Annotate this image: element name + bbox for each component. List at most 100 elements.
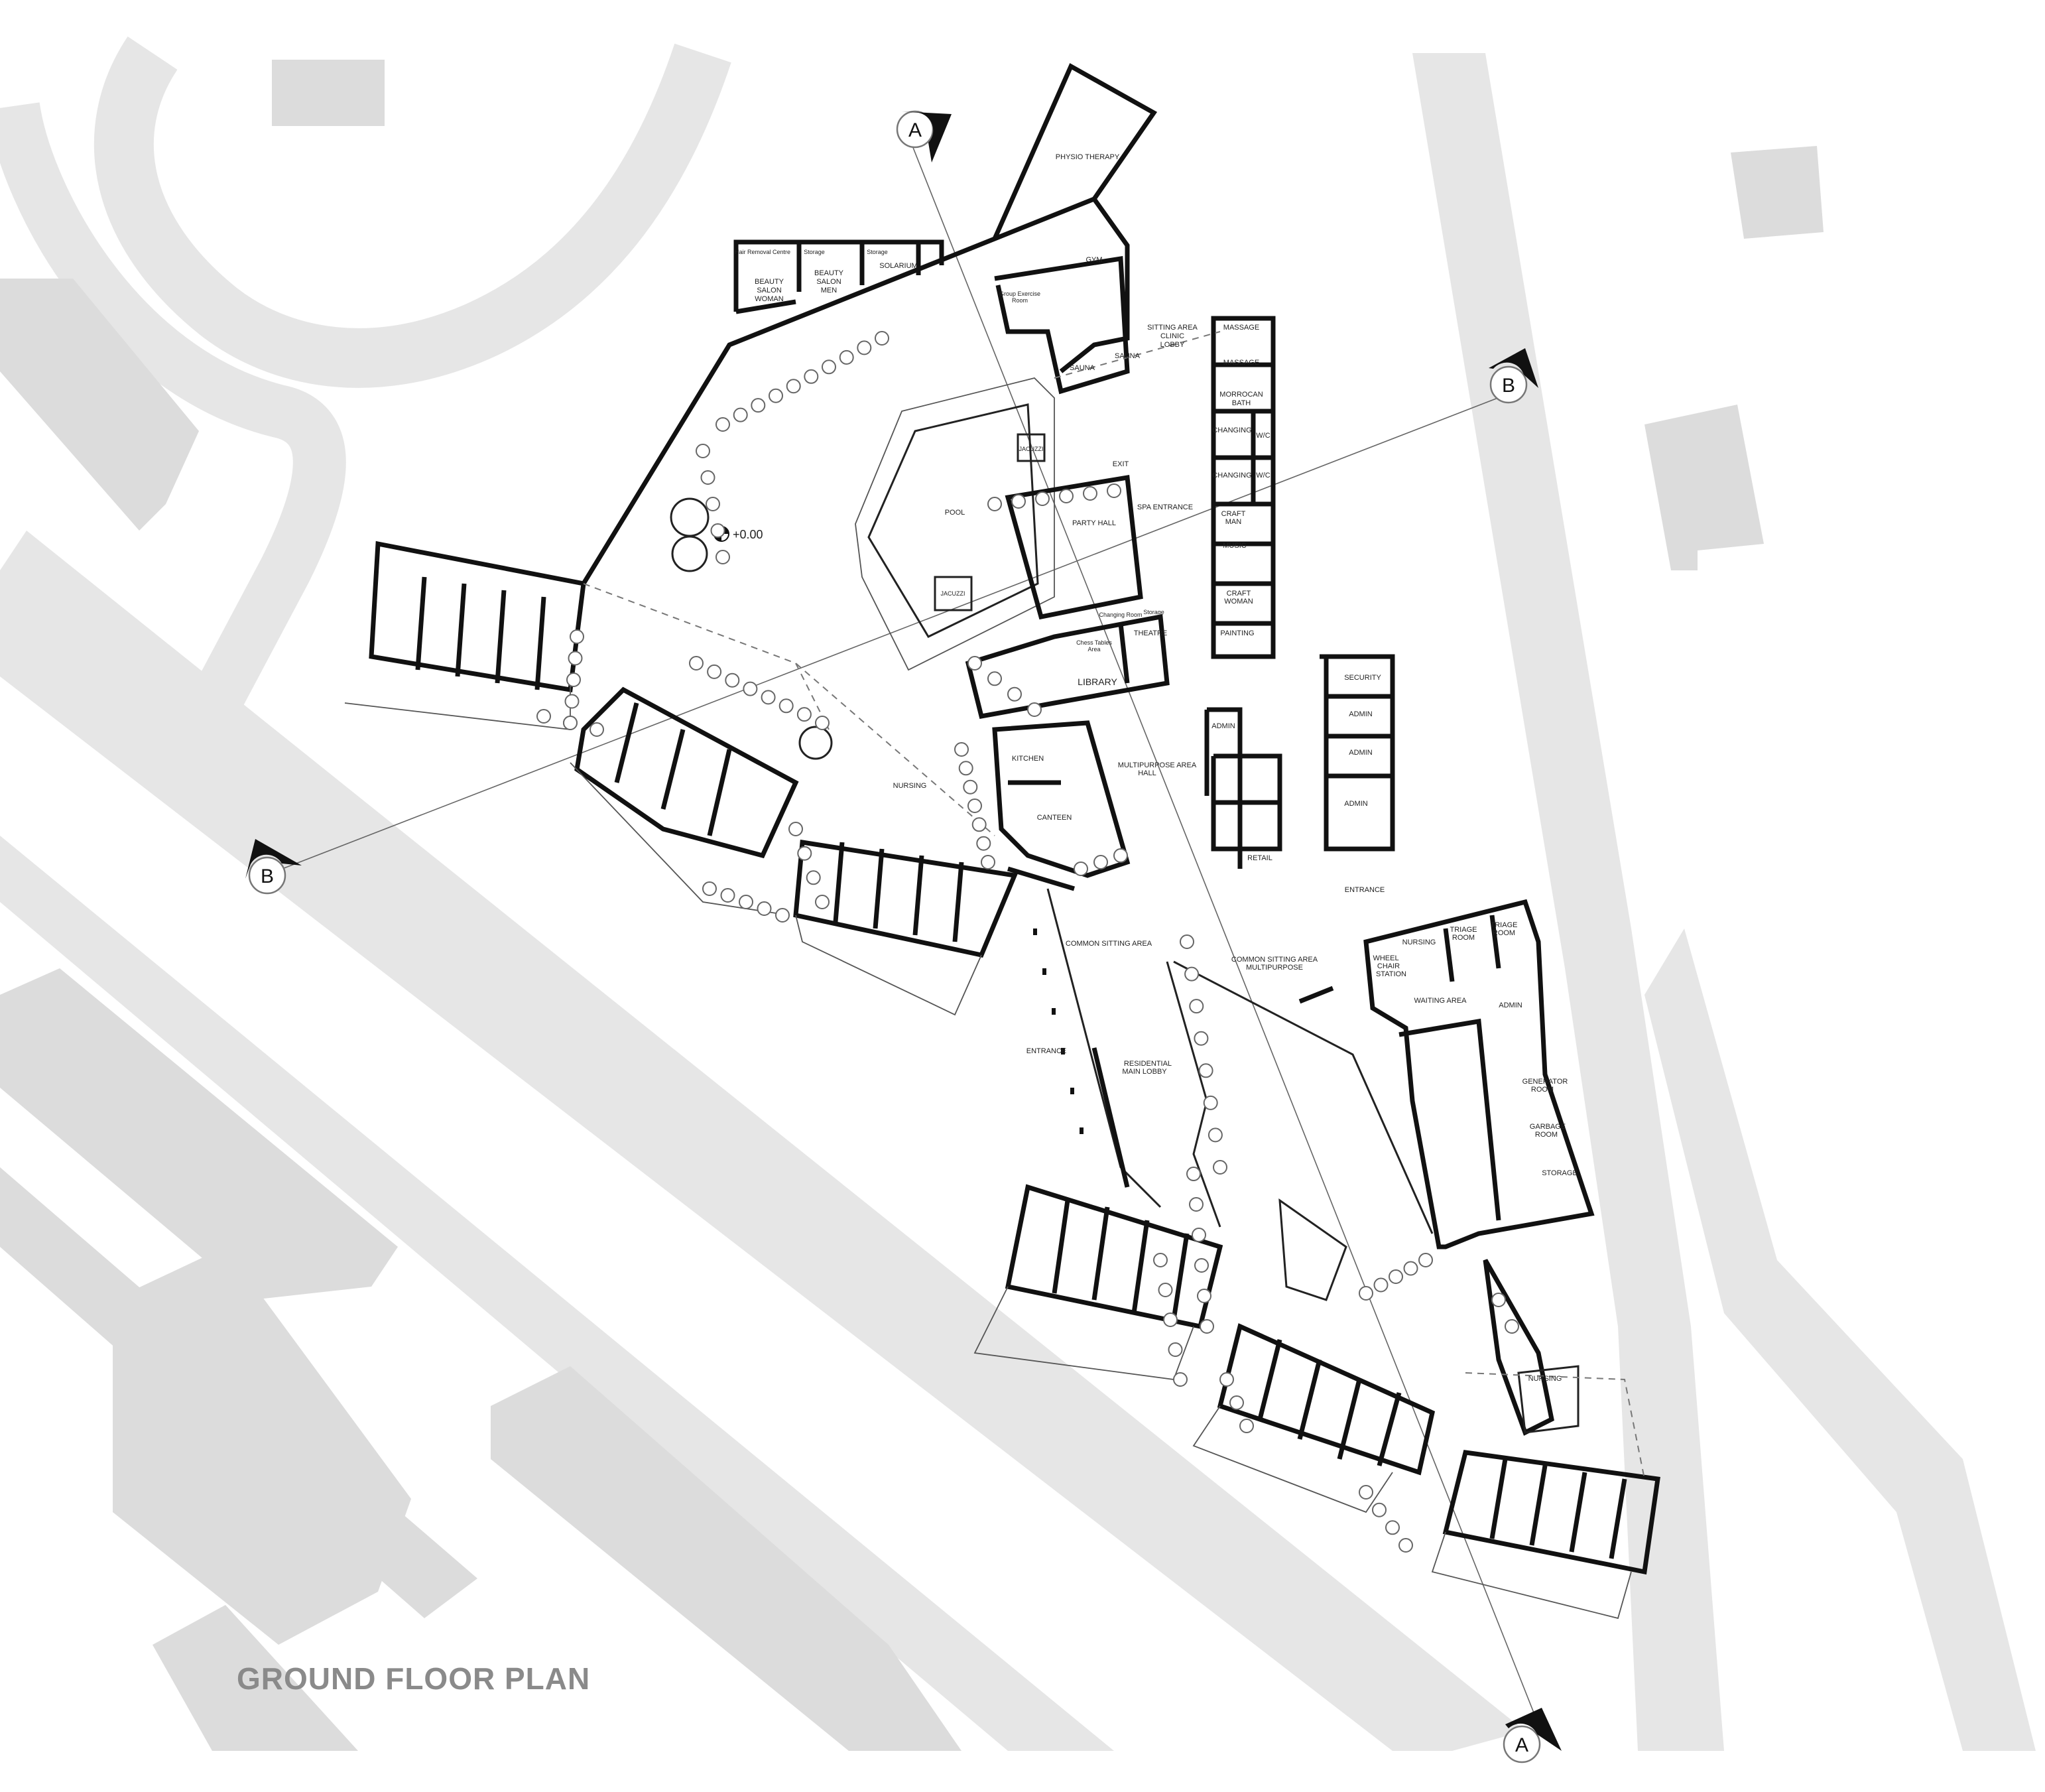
label-physio-therapy: PHYSIO THERAPY [1056, 153, 1120, 161]
tree-11 [700, 470, 715, 485]
label-admin-1: ADMIN [1349, 710, 1373, 718]
tree-53 [1180, 934, 1194, 949]
tree-32 [720, 888, 735, 903]
spa-corridor-wall [1211, 316, 1276, 659]
tree-77 [1168, 1342, 1183, 1357]
label-triage-1b: ROOM [1452, 934, 1475, 942]
label-residential-lobby-1: RESIDENTIAL [1124, 1060, 1172, 1068]
label-nursing-2: NURSING [1402, 938, 1436, 946]
library-theatre-wall [965, 613, 1170, 720]
admin-retail-wall [1204, 707, 1282, 869]
label-massage-2: MASSAGE [1223, 359, 1259, 367]
neighbour-building-8 [491, 1366, 961, 1751]
tree-62 [987, 671, 1002, 686]
tree-15 [570, 629, 584, 644]
label-sitting-area-1: SITTING AREA [1147, 324, 1198, 332]
label-solarium: SOLARIUM [879, 262, 917, 270]
label-music: MUSIC [1223, 542, 1247, 550]
tree-9 [875, 331, 889, 346]
label-storage-small: Storage [1143, 609, 1164, 615]
spiral-stair-1 [670, 497, 710, 537]
label-common-sitting-area-1: COMMON SITTING AREA [1066, 940, 1152, 948]
label-jacuzzi-2: JACUZZI [941, 590, 965, 597]
label-pool: POOL [945, 509, 965, 517]
residential-cluster-south-2 [1192, 1198, 1436, 1513]
room-labels: Hair Removal Centre Storage Storage BEAU… [735, 153, 1578, 1383]
neighbour-building-7 [113, 1247, 411, 1645]
label-changing-1: CHANGING [1212, 426, 1251, 434]
tree-27 [815, 716, 830, 730]
label-garbage-1: GARBAGE [1530, 1123, 1566, 1131]
label-hair-removal-centre: Hair Removal Centre [735, 249, 790, 255]
tree-49 [1035, 491, 1050, 506]
tree-83 [1373, 1277, 1389, 1293]
tree-33 [739, 895, 753, 909]
tree-6 [822, 359, 836, 375]
label-multipurpose-1: MULTIPURPOSE AREA [1118, 761, 1197, 769]
tree-48 [1011, 494, 1026, 509]
tree-30 [589, 722, 604, 737]
tree-68 [1186, 1167, 1201, 1181]
label-spa-entrance: SPA ENTRANCE [1137, 503, 1193, 511]
tree-82 [1359, 1286, 1373, 1301]
spiral-stair-2 [671, 535, 708, 572]
label-storage-clinic: STORAGE [1542, 1169, 1578, 1177]
tree-12 [706, 497, 720, 511]
tree-87 [1359, 1485, 1373, 1500]
landscape-trees [536, 331, 1519, 1553]
tree-90 [1398, 1538, 1413, 1553]
label-changing-room-small: Changing Room [1099, 611, 1142, 618]
label-exit: EXIT [1113, 460, 1129, 468]
physio-therapy-wall [992, 63, 1158, 240]
tree-52 [1107, 483, 1121, 498]
tree-71 [1194, 1258, 1209, 1273]
tree-0 [715, 417, 730, 432]
section-marker-b-right-letter: B [1502, 375, 1515, 397]
label-wc-1: W/C [1256, 432, 1270, 440]
label-beauty-salon-woman-3: WOMAN [755, 295, 783, 303]
label-admin-3: ADMIN [1344, 800, 1368, 808]
tree-39 [815, 895, 830, 909]
label-gym: GYM [1085, 256, 1102, 264]
tree-40 [954, 742, 969, 757]
tree-80 [1229, 1395, 1244, 1410]
label-theatre: THEATRE [1134, 629, 1168, 637]
label-common-sitting-mp-1: COMMON SITTING AREA [1231, 956, 1318, 964]
curved-road [93, 36, 731, 388]
label-wheelchair-2: CHAIR [1377, 962, 1400, 970]
section-marker-a-top: A [896, 110, 952, 162]
tree-69 [1189, 1197, 1204, 1212]
label-chess-table-2: Area [1087, 646, 1100, 653]
tree-64 [1027, 702, 1042, 717]
neighbour-building-9 [153, 1605, 358, 1751]
label-canteen: CANTEEN [1037, 814, 1072, 822]
tree-24 [761, 690, 776, 705]
section-marker-b-left-letter: B [261, 865, 274, 887]
label-group-exercise-2: Room [1012, 297, 1028, 304]
tree-45 [976, 836, 991, 851]
spiral-stair-3 [798, 726, 833, 760]
label-storage-1: Storage [804, 249, 825, 255]
tree-10 [696, 444, 710, 458]
building [344, 63, 1660, 1620]
label-storage-2: Storage [867, 249, 888, 255]
tree-44 [971, 817, 987, 832]
label-entrance-left: ENTRANCE [1026, 1047, 1067, 1055]
tree-75 [1158, 1283, 1173, 1297]
tree-76 [1163, 1312, 1178, 1327]
label-changing-2: CHANGING [1212, 472, 1251, 480]
tree-74 [1153, 1253, 1168, 1267]
section-marker-a-top-letter: A [908, 119, 922, 141]
neighbour-building-5 [0, 968, 398, 1300]
tree-63 [1007, 686, 1022, 702]
tree-23 [743, 681, 758, 696]
label-wheelchair-1: WHEEL [1373, 954, 1398, 962]
entrance-columns [1033, 928, 1084, 1134]
tree-43 [967, 799, 982, 813]
tree-84 [1389, 1269, 1403, 1284]
neighbour-building-3 [1731, 146, 1824, 239]
tree-85 [1403, 1261, 1418, 1276]
label-garbage-2: ROOM [1535, 1131, 1558, 1139]
entrance-wall [1007, 866, 1130, 1188]
